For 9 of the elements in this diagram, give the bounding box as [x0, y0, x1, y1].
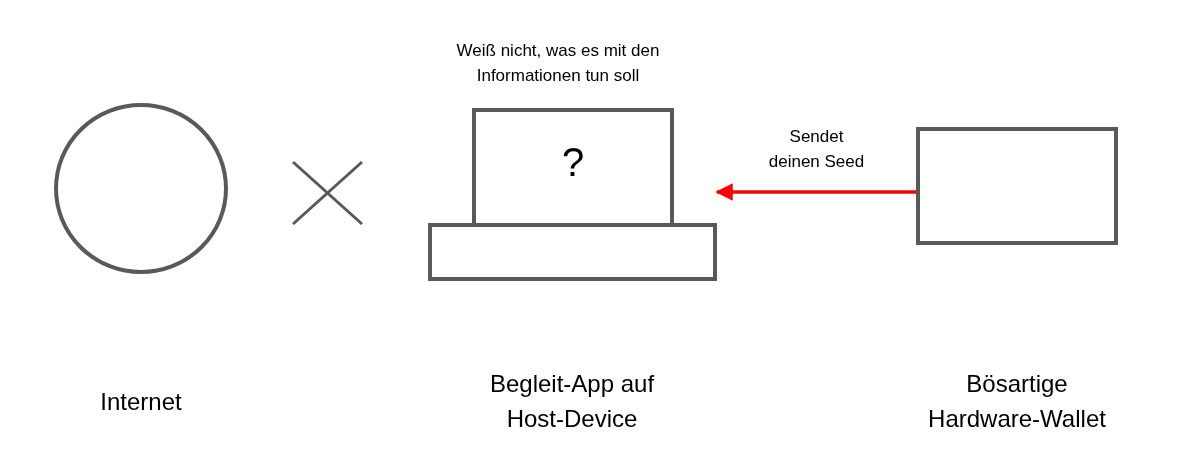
device-label: Bösartige Hardware-Wallet	[927, 369, 1107, 434]
caption-text: Weiß nicht, was es mit den Informationen tun soll	[455, 40, 661, 87]
arrow	[715, 183, 916, 201]
circle-shape	[54, 103, 228, 274]
device-box	[916, 127, 1118, 245]
question-mark-text: ?	[560, 140, 586, 185]
laptop-drawing	[428, 108, 717, 281]
device-label: Begleit-App auf Host-Device	[488, 369, 656, 434]
device-label: Internet	[99, 387, 183, 417]
